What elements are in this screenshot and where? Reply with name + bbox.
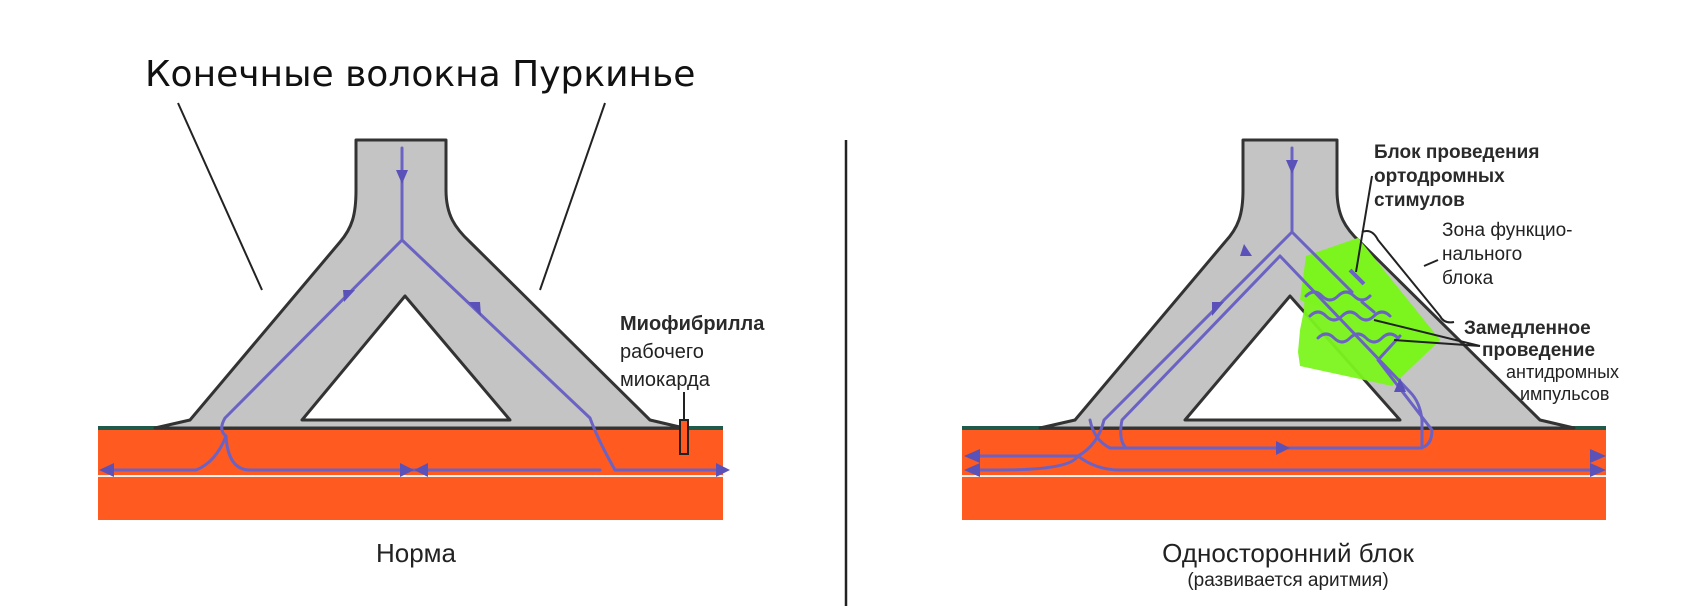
zone-bracket [1361,230,1455,324]
arrow-left-branch [343,290,355,302]
slow-leaders [1373,319,1481,347]
impulse-path-right [970,146,1597,472]
arrow-right-end-right-b [1590,463,1606,477]
zone-label-line2: нального [1442,244,1522,265]
myofibril-label-line3: миокарда [620,369,711,391]
normal-caption: Норма [376,538,457,568]
title-leader-right [539,102,606,291]
arrow-left-end [99,463,114,477]
myofibril-label-line1: Миофибрилла [620,313,765,335]
slow-label-line1: Замедленное [1464,318,1591,339]
arrow-left-end-right-a [964,449,980,463]
block-caption: Односторонний блок [1162,538,1414,568]
block-label-line3: стимулов [1374,190,1465,211]
zone-label-line3: блока [1442,268,1494,289]
arrow-collision-a [400,463,414,477]
zone-leader [1423,259,1439,267]
arrow-right-end [716,463,730,477]
block-label-line2: ортодромных [1374,166,1505,187]
arrow-left-end-right-b [964,463,980,477]
slow-label-line2: проведение [1482,340,1595,361]
arrow-right-end-right-a [1590,449,1606,463]
zone-label-line1: Зона функцио- [1442,220,1573,241]
block-dash [1348,268,1366,286]
slow-label-line4: импульсов [1520,384,1609,404]
arrow-left-branch-right [1212,302,1224,316]
arrow-collision-b [414,463,428,477]
slow-wave-1 [1304,290,1372,302]
arrow-up-antidromic [1394,378,1406,392]
block-leader [1355,175,1373,273]
block-subcaption: (развивается аритмия) [1187,570,1388,591]
arrow-up-return [1240,244,1252,256]
block-panel: Блок проведения ортодромных стимулов Зон… [962,138,1619,591]
normal-panel: Миофибрилла рабочего миокарда Норма [98,138,765,568]
title-leader-left [177,102,263,291]
myofibril-marker [679,419,689,455]
slow-label-line3: антидромных [1506,362,1619,382]
arrow-mid-right [1276,441,1290,455]
arrow-right-branch [468,302,481,316]
slow-wave-2 [1308,310,1392,322]
myofibril-label-line2: рабочего [620,341,704,363]
arrow-down-stem-right [1286,160,1298,174]
impulse-path-stem [108,146,717,472]
block-label-line1: Блок проведения [1374,142,1539,163]
purkinje-fiber [153,138,686,430]
diagram-title: Конечные волокна Пуркинье [145,54,695,95]
slow-wave-3 [1316,332,1400,344]
arrow-down-stem [396,170,408,184]
